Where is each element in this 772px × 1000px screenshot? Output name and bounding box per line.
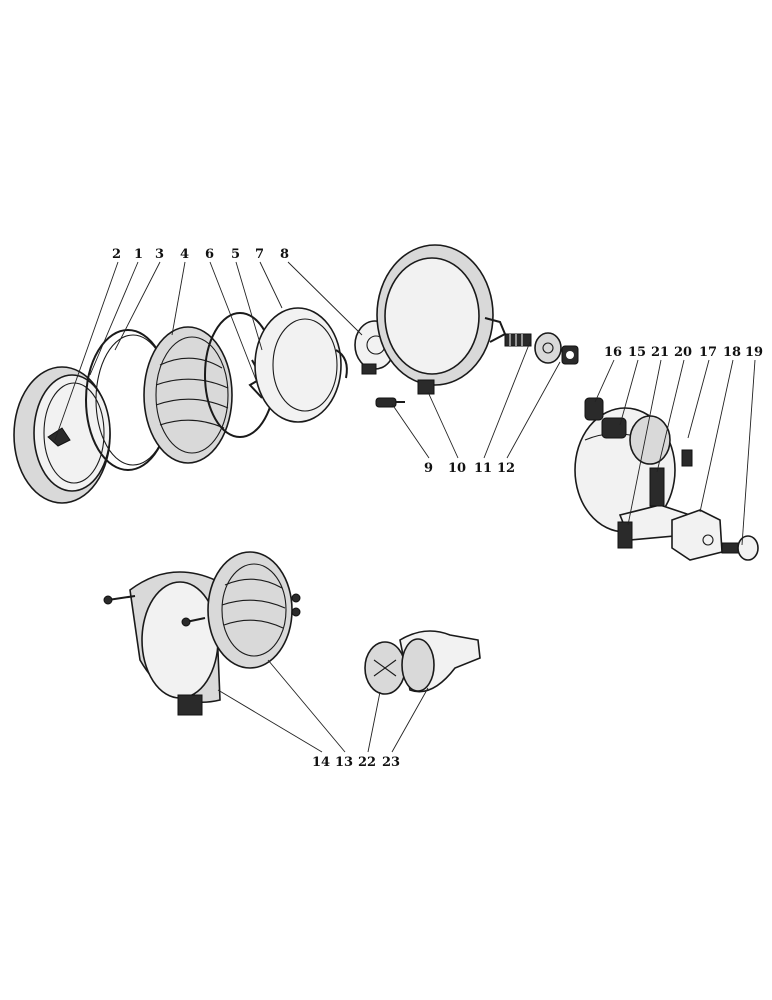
label-part-12: 12 [497,461,515,476]
part-stud [504,333,532,347]
side-lamp-assembly [574,397,759,561]
label-part-15: 15 [628,345,646,360]
label-part-10: 10 [448,461,466,476]
part-reflector [254,307,348,423]
label-part-22: 22 [358,755,376,770]
part-fog-lamp-lens [207,551,301,669]
part-screw [375,397,405,408]
part-clamp [671,509,723,561]
label-part-5: 5 [231,247,240,262]
part-side-screw [721,535,759,561]
label-part-17: 17 [699,345,717,360]
label-part-19: 19 [745,345,763,360]
label-part-1: 1 [134,247,143,262]
part-front-rim [13,366,111,504]
label-part-23: 23 [382,755,400,770]
label-part-9: 9 [424,461,433,476]
label-part-6: 6 [205,247,214,262]
label-part-3: 3 [155,247,164,262]
label-part-20: 20 [674,345,692,360]
label-part-13: 13 [335,755,353,770]
part-lamp-housing [376,244,507,395]
callout-labels: 2 1 3 4 6 5 7 8 9 10 11 12 16 15 21 20 1… [112,247,763,770]
part-washer [534,332,562,364]
part-nut [561,345,579,365]
label-part-8: 8 [280,247,289,262]
part-breather-plug [584,397,627,439]
fog-lamp-assembly [103,551,301,716]
headlamp-assembly [13,244,579,504]
label-part-21: 21 [651,345,669,360]
part-fog-lamp-bolts [103,595,206,627]
part-lens [143,326,233,464]
label-part-4: 4 [180,247,189,262]
part-side-stud [617,521,633,549]
leader-lines [54,261,756,753]
part-pilot-lens [364,641,406,695]
label-part-2: 2 [112,247,121,262]
label-part-16: 16 [604,345,622,360]
part-fog-lamp-housing [129,571,221,716]
part-pilot-body [399,630,481,693]
part-lamp-post [649,467,665,507]
pilot-lamp-assembly [364,630,481,695]
label-part-14: 14 [312,755,330,770]
label-part-7: 7 [255,247,264,262]
label-part-18: 18 [723,345,741,360]
label-part-11: 11 [474,461,492,476]
